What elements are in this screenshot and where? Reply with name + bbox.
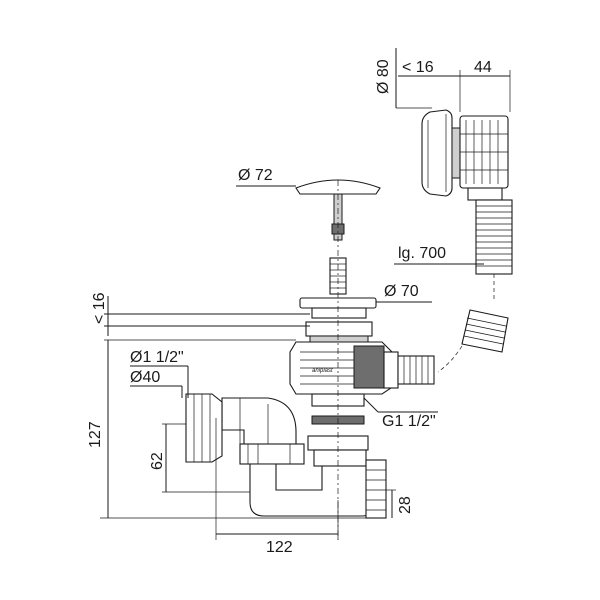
dim-less-16-left: < 16 [91, 292, 108, 324]
drain-body: aniplast [289, 341, 435, 407]
hose-corrugated-mid [461, 309, 509, 353]
dim-thread-g1-1-2: G1 1/2" [382, 413, 436, 430]
overflow-gasket [451, 127, 461, 179]
trap-outlet-nut [185, 393, 223, 463]
trap-u-bend [249, 463, 373, 517]
dim-diameter-80: Ø 80 [375, 59, 392, 94]
dimension-labels: Ø 80 < 16 44 Ø 72 lg. 700 < 16 Ø 70 Ø1 1… [87, 59, 492, 556]
dim-height-28: 28 [397, 496, 414, 514]
trap-left-nut [239, 443, 305, 465]
dim-diameter-1-1-2: Ø1 1/2" [130, 349, 184, 366]
plug-assembly [295, 179, 381, 295]
overflow-ribs [460, 120, 508, 184]
overflow-outlet [467, 187, 503, 201]
drain-washer [305, 321, 373, 337]
dim-diameter-72: Ø 72 [238, 167, 273, 184]
drain-side-port [353, 345, 385, 389]
brand-label: aniplast [312, 368, 333, 374]
dim-height-62: 62 [149, 452, 166, 470]
dim-width-44: 44 [474, 59, 492, 76]
overflow-head [421, 109, 509, 201]
dim-height-127: 127 [87, 421, 104, 448]
hose-corrugated-top [475, 199, 513, 275]
trap [185, 393, 387, 519]
trap-right-nut [365, 459, 387, 519]
dim-less-16-top: < 16 [402, 59, 434, 76]
dim-diameter-70: Ø 70 [384, 283, 419, 300]
dimension-lines [100, 48, 511, 540]
trap-elbow [221, 397, 297, 445]
plug-cap [295, 179, 381, 195]
dim-width-122: 122 [266, 539, 293, 556]
overflow-hose [437, 199, 513, 373]
dim-length-700: lg. 700 [398, 245, 446, 262]
overflow-cap [421, 109, 453, 197]
dim-diameter-40: Ø40 [130, 369, 160, 386]
